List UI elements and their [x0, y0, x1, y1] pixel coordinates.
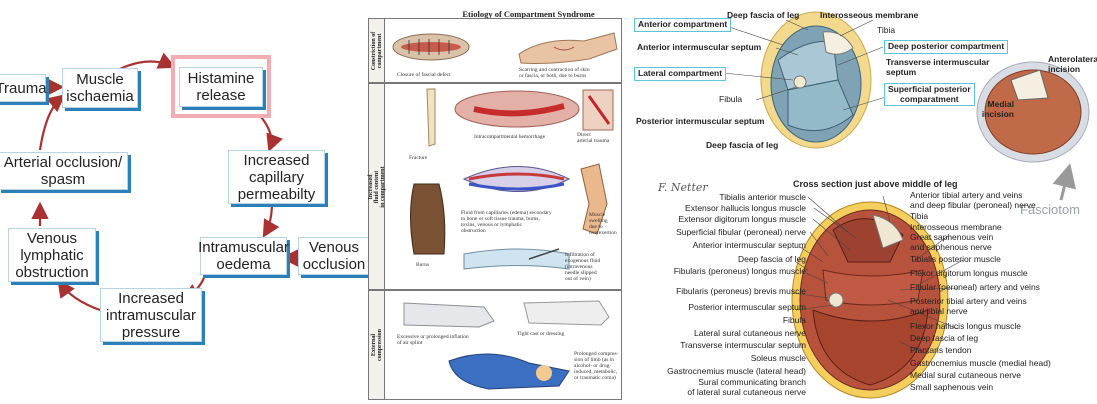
hemorrhage-caption: Intracompartmental hemorrhage: [474, 134, 545, 140]
air-splint-caption: Excessive or prolonged inflation of air …: [397, 334, 469, 346]
right-anatomy-label: Medial sural cutaneous nerve: [910, 371, 1021, 381]
left-anatomy-label: Posterior intermuscular septum: [648, 303, 806, 313]
increased-intramuscular-pressure-box: Increased intramuscular pressure: [100, 288, 202, 342]
right-anatomy-label: Tibialis posterior muscle: [910, 255, 1001, 265]
left-anatomy-label: Transverse intermuscular septum: [648, 341, 806, 351]
compartment-syndrome-flowchart: Trauma Muscle ischaemia Histamine releas…: [0, 0, 372, 404]
intramuscular-oedema-box: Intramuscular oedema: [200, 237, 287, 275]
histamine-release-box: Histamine release: [171, 55, 271, 118]
histamine-release-label: Histamine release: [179, 67, 264, 107]
infiltration-caption: Infiltration of exogenous fluid (intrave…: [565, 252, 600, 282]
right-anatomy-label: Anterior tibial artery and veins and dee…: [910, 191, 1036, 210]
left-anatomy-label: Fibularis (peroneus) longus muscle: [648, 267, 806, 277]
tibia-top-label: Tibia: [877, 26, 895, 36]
arrow-pressure-to-venous-lymphatic: [60, 283, 100, 310]
left-anatomy-label: Gastrocnemius muscle (lateral head): [648, 367, 806, 377]
increased-capillary-permeability-box: Increased capillary permeabilty: [228, 150, 325, 204]
right-anatomy-label: Flexor digitorum longus muscle: [910, 269, 1028, 279]
right-anatomy-label: Posterior tibial artery and veins and ti…: [910, 297, 1027, 316]
etiology-panel: Etiology of Compartment Syndrome Constri…: [366, 0, 625, 404]
arrow-permeability-to-oedema: [265, 202, 272, 234]
interosseous-membrane-top-label: Interosseous membrane: [820, 11, 918, 21]
muscle-ischaemia-box: Muscle ischaemia: [62, 68, 138, 108]
deep-posterior-compartment-label: Deep posterior compartment: [884, 40, 1008, 54]
left-anatomy-label: Extensor hallucis longus muscle: [648, 204, 806, 214]
right-anatomy-label: Small saphenous vein: [910, 383, 993, 393]
superficial-posterior-compartment-label: Superficial posterior comparatment: [884, 83, 975, 106]
left-anatomy-label: Sural communicating branch of lateral su…: [648, 378, 806, 397]
left-anatomy-label: Fibula: [648, 316, 806, 326]
deep-fascia-bottom-top-label: Deep fascia of leg: [706, 141, 778, 151]
fracture-caption: Fracture: [409, 155, 427, 161]
left-anatomy-label: Anterior intermuscular septum: [648, 241, 806, 251]
anterior-intermuscular-septum-top-label: Anterior intermuscular septum: [637, 43, 761, 53]
left-anatomy-label: Soleus muscle: [648, 354, 806, 364]
muscle-swelling-caption: Muscle swelling due to overexertion: [589, 212, 617, 236]
burns-caption: Burns: [416, 262, 429, 268]
direct-trauma-caption: Direct arterial trauma: [577, 132, 609, 144]
cross-section-title: Cross section just above middle of leg: [793, 180, 958, 190]
right-anatomy-label: Tibia: [910, 212, 928, 222]
anterolateral-incision-label: Anterolateral incision: [1048, 55, 1097, 74]
fluid-caption: Fluid from capillaries (edema) secondary…: [461, 210, 552, 234]
right-anatomy-label: Flexor hallucis longus muscle: [910, 322, 1021, 332]
posterior-intermuscular-septum-top-label: Posterior intermuscular septum: [636, 117, 764, 127]
left-anatomy-label: Tibialis anterior muscle: [648, 193, 806, 203]
scarring-caption: Scarring and contraction of skin or fasc…: [519, 67, 590, 79]
anterior-compartment-label: Anterior compartment: [634, 18, 731, 32]
external-compression-section: External compression Excessive or prolon…: [368, 290, 622, 400]
transverse-intermuscular-septum-top-label: Transverse intermuscular septum: [886, 58, 989, 77]
left-anatomy-label: Superficial fibular (peroneal) nerve: [648, 228, 806, 238]
closure-caption: Closure of fascial defect: [397, 72, 451, 78]
left-anatomy-label: Fibularis (peroneus) brevis muscle: [648, 287, 806, 297]
right-anatomy-label: Gastrocnemius muscle (medial head): [910, 359, 1051, 369]
trauma-box: Trauma: [0, 74, 46, 102]
right-anatomy-label: Fibular (peroneal) artery and veins: [910, 283, 1040, 293]
medial-incision-label: Medial incision: [966, 100, 1014, 119]
left-anatomy-label: Lateral sural cutaneous nerve: [648, 329, 806, 339]
prolonged-compression-caption: Prolonged compres- sion of limb (as in a…: [574, 351, 618, 381]
arrow-arterial-to-ischaemia: [40, 97, 62, 150]
left-anatomy-label: Deep fascia of leg: [648, 255, 806, 265]
venous-lymphatic-obstruction-box: Venous lymphatic obstruction: [8, 228, 96, 282]
increased-fluid-section: Increased fluid content in compartment F…: [368, 83, 622, 290]
right-anatomy-label: Plantaris tendon: [910, 346, 971, 356]
netter-signature: F. Netter: [658, 183, 708, 193]
lateral-compartment-label: Lateral compartment: [634, 67, 726, 81]
left-anatomy-label: Extensor digitorum longus muscle: [648, 215, 806, 225]
deep-fascia-top-label: Deep fascia of leg: [727, 11, 799, 21]
right-anatomy-label: Deep fascia of leg: [910, 334, 978, 344]
venous-occlusion-box: Venous occlusion: [298, 237, 370, 275]
constriction-section: Constriction of compartment Closure of f…: [368, 18, 622, 83]
right-anatomy-label: Great saphenous vein and saphenous nerve: [910, 233, 993, 252]
tight-cast-caption: Tight cast or dressing: [517, 331, 564, 337]
fibula-top-label: Fibula: [719, 95, 742, 105]
arterial-occlusion-spasm-box: Arterial occlusion/ spasm: [0, 152, 128, 190]
cross-section-panel: Anterior compartment Deep fascia of leg …: [628, 0, 1097, 404]
